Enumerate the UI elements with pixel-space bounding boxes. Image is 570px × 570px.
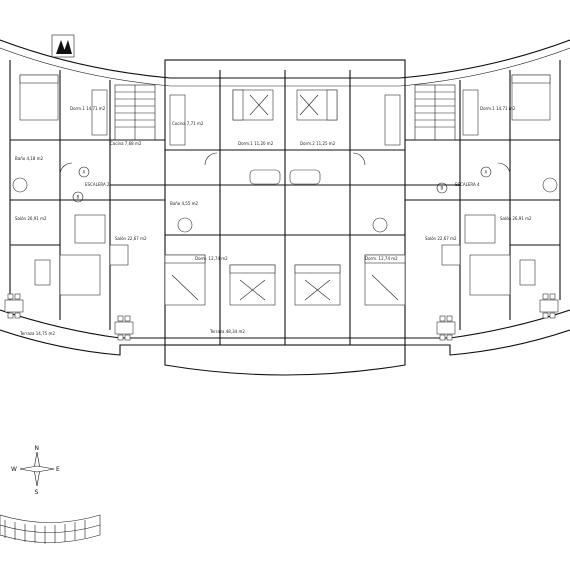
left-wing-walls [9,60,165,330]
bed-right-center [364,254,406,306]
building-outline-front [0,329,570,376]
compass-rose-icon: N S E W [11,445,60,496]
apt-center-left-dorm: Dorm. 12,74 m2 [195,256,228,261]
apt-center-dorm-1: Dorm.1 11,20 m2 [238,141,274,146]
apt-center-right-dorm: Dorm. 12,74 m2 [365,256,398,261]
shower-right [372,217,388,233]
shower-left-wing [12,177,28,193]
apt-center-dorm-2: Dorm.2 11,25 m2 [300,141,336,146]
section-mark-a-left: A [83,170,86,175]
key-plan [0,514,101,544]
apt-center-right-salon: Salón 22,67 m2 [425,236,457,241]
apt-left-cocina: Cocina 7,68 m2 [110,141,142,146]
apt-right-dorm: Dorm.1 14,71 m2 [480,106,516,111]
shower-left [177,217,193,233]
bed-left-wing [19,74,59,121]
apt-center-terraza: Terraza 48,34 m2 [209,329,245,334]
right-wing-walls [405,60,561,330]
bed-right-wing [511,74,551,121]
bed-left-center [164,254,206,306]
door-arc-3 [59,162,73,176]
kitchen-right [384,94,401,146]
dining-table-right-2 [539,293,559,319]
apt-center-left-bano: Baño 4,55 m2 [170,201,199,206]
door-arc-1 [204,152,218,166]
bed-center-top-left [232,89,274,121]
apt-left-salon: Salón 26,91 m2 [15,216,47,221]
dining-table-left-2 [114,315,134,341]
section-mark-b-left: B [77,195,80,200]
section-mark-b-right: B [441,186,444,191]
compass-w: W [11,466,17,473]
sofa-left [34,214,129,296]
door-arc-4 [497,162,511,176]
apt-center-left-salon: Salón 22,67 m2 [115,236,147,241]
compass-s: S [35,489,39,496]
stair-left-label: ESCALERA 2 [85,182,110,187]
stair-right-label: ESCALERA 4 [455,182,480,187]
stair-left [114,84,156,141]
door-arc-2 [352,152,366,166]
apt-right-salon: Salón 26,91 m2 [500,216,532,221]
apt-left-dormitorio-1: Dorm.1 14,71 m2 [70,106,106,111]
dining-table-right-1 [436,315,456,341]
compass-n: N [35,445,40,452]
bathtub-right [289,169,321,185]
kitchen-left [169,94,186,146]
stair-right [414,84,456,141]
bed-center-bottom-left [229,264,276,306]
sofa-right [441,214,536,296]
kitchen-left-wing [91,89,108,136]
kitchen-right-wing [462,89,479,136]
bed-center-top-right [296,89,338,121]
bed-center-bottom-right [294,264,341,306]
section-mark-a-right: A [485,170,488,175]
bathtub-left [249,169,281,185]
apt-left-bano: Baño 4,18 m2 [15,156,44,161]
apt-left-terraza: Terraza 14,75 m2 [19,331,55,336]
compass-e: E [56,466,60,473]
section-marks: A B A B [72,166,492,203]
dining-table-left-1 [4,293,24,319]
north-arrow-icon [51,34,75,58]
apt-center-left-cocina: Cocina 7,71 m2 [172,121,204,126]
shower-right-wing [542,177,558,193]
